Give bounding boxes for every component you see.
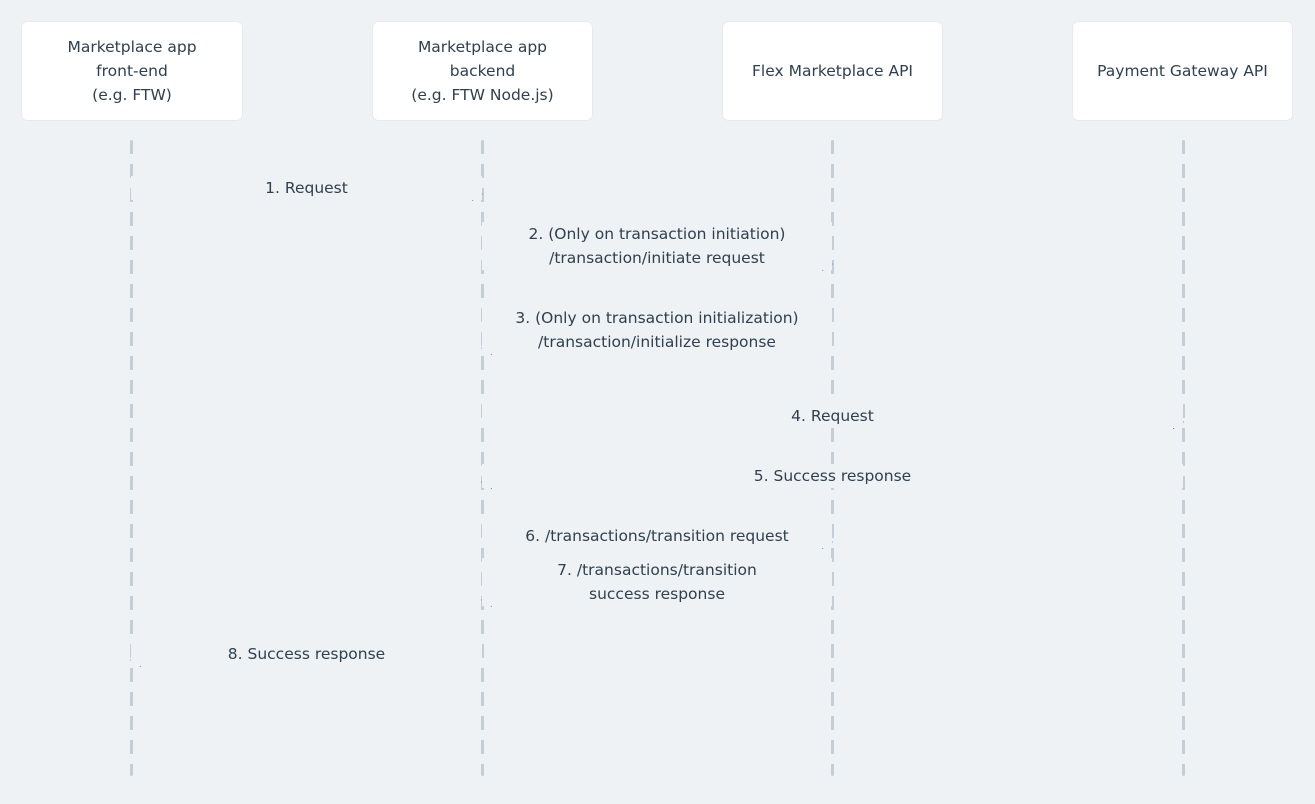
message-2[interactable]: 2. (Only on transaction initiation) /tra…	[482, 222, 833, 271]
participant-label: Payment Gateway API	[1097, 62, 1268, 80]
message-label: 5. Success response	[482, 464, 1183, 488]
lifeline-frontend	[130, 140, 133, 776]
message-label: 1. Request	[131, 176, 482, 200]
message-3[interactable]: 3. (Only on transaction initialization) …	[481, 306, 832, 355]
participant-label: Marketplace app backend (e.g. FTW Node.j…	[411, 38, 554, 104]
message-4[interactable]: 4. Request	[482, 404, 1184, 429]
message-label: 7. /transactions/transition success resp…	[482, 558, 832, 606]
message-7[interactable]: 7. /transactions/transition success resp…	[481, 558, 832, 607]
message-6[interactable]: 6. /transactions/transition request	[482, 524, 833, 549]
lifeline-backend	[481, 140, 484, 776]
participant-backend[interactable]: Marketplace app backend (e.g. FTW Node.j…	[373, 22, 592, 120]
participant-frontend[interactable]: Marketplace app front-end (e.g. FTW)	[22, 22, 242, 120]
message-5[interactable]: 5. Success response	[481, 464, 1183, 489]
message-label: 2. (Only on transaction initiation) /tra…	[482, 222, 832, 270]
message-label: 6. /transactions/transition request	[482, 524, 832, 548]
participant-label: Flex Marketplace API	[751, 62, 914, 80]
lifeline-flex-api	[831, 140, 834, 776]
participant-payment-gateway[interactable]: Payment Gateway API	[1073, 22, 1292, 120]
message-label: 4. Request	[482, 404, 1183, 428]
message-8[interactable]: 8. Success response	[130, 642, 482, 667]
message-label: 8. Success response	[131, 642, 482, 666]
participant-flex-api[interactable]: Flex Marketplace API	[723, 22, 942, 120]
message-label: 3. (Only on transaction initialization) …	[482, 306, 832, 354]
participant-label: Marketplace app front-end (e.g. FTW)	[67, 38, 197, 104]
message-1[interactable]: 1. Request	[131, 176, 483, 201]
lifeline-payment-gateway	[1182, 140, 1185, 776]
